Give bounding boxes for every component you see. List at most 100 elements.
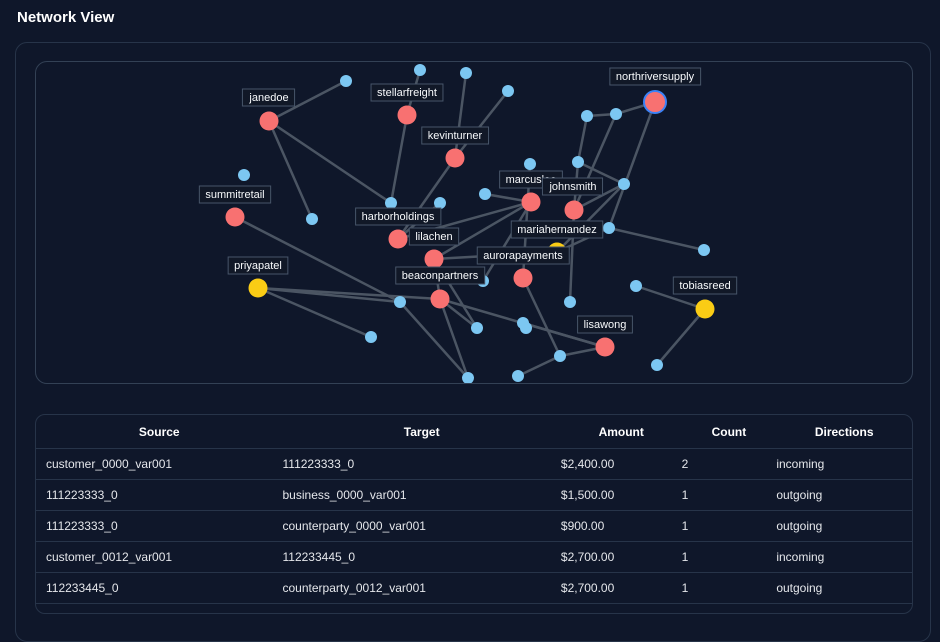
transactions-table-card: Source Target Amount Count Directions cu… bbox=[35, 414, 913, 614]
node-label-box bbox=[577, 315, 633, 334]
column-header-directions[interactable]: Directions bbox=[776, 415, 912, 449]
account-node[interactable] bbox=[340, 75, 352, 87]
account-node[interactable] bbox=[610, 108, 622, 120]
node-label-box bbox=[198, 185, 272, 204]
node-label-text: priyapatel bbox=[234, 260, 282, 272]
column-header-count[interactable]: Count bbox=[681, 415, 777, 449]
account-node[interactable] bbox=[554, 350, 566, 362]
account-node[interactable] bbox=[365, 331, 377, 343]
column-header-target[interactable]: Target bbox=[282, 415, 561, 449]
cell-direction: outgoing bbox=[776, 479, 912, 511]
cell-direction: outgoing bbox=[776, 510, 912, 542]
account-node[interactable] bbox=[698, 244, 710, 256]
account-node[interactable] bbox=[460, 67, 472, 79]
account-node[interactable] bbox=[385, 197, 397, 209]
entity-node[interactable] bbox=[388, 229, 408, 249]
cell-amount: $2,400.00 bbox=[560, 448, 682, 480]
account-node[interactable] bbox=[603, 222, 615, 234]
entity-node[interactable] bbox=[397, 105, 417, 125]
entity-node[interactable] bbox=[259, 111, 279, 131]
node-label: stellarfreight bbox=[370, 83, 444, 102]
highlighted-entity-node[interactable] bbox=[695, 299, 715, 319]
cell-target: business_0000_var001 bbox=[282, 479, 561, 511]
graph-edge bbox=[607, 226, 706, 252]
graph-edge bbox=[607, 100, 657, 230]
node-label-box bbox=[421, 126, 490, 145]
cell-source: 112233445_0 bbox=[36, 572, 283, 604]
node-label-box bbox=[355, 207, 442, 226]
node-label-box bbox=[476, 246, 570, 265]
account-node[interactable] bbox=[572, 156, 584, 168]
graph-edge bbox=[267, 119, 393, 205]
account-node[interactable] bbox=[564, 296, 576, 308]
cell-direction: incoming bbox=[776, 448, 912, 480]
node-label-text: lilachen bbox=[415, 231, 452, 243]
cell-count: 1 bbox=[681, 572, 777, 604]
graph-edge bbox=[516, 354, 562, 378]
node-label: johnsmith bbox=[541, 177, 604, 196]
highlighted-entity-node[interactable] bbox=[248, 278, 268, 298]
table-row[interactable]: 111223333_0 counterparty_0000_var001 $90… bbox=[36, 510, 912, 542]
graph-edge bbox=[655, 307, 707, 367]
cell-target: 111223333_0 bbox=[282, 448, 561, 480]
node-label: mariahernandez bbox=[510, 220, 604, 239]
cell-target: counterparty_0012_var001 bbox=[282, 572, 561, 604]
node-label-text: mariahernandez bbox=[517, 224, 597, 236]
entity-node[interactable] bbox=[430, 289, 450, 309]
graph-edge bbox=[634, 284, 707, 311]
account-node[interactable] bbox=[434, 197, 446, 209]
graph-edge bbox=[398, 300, 470, 380]
node-label-text: beaconpartners bbox=[402, 270, 479, 282]
node-label-box bbox=[395, 266, 486, 285]
node-label-box bbox=[227, 256, 289, 275]
account-node[interactable] bbox=[512, 370, 524, 382]
cell-amount: $2,700.00 bbox=[560, 541, 682, 573]
graph-edge bbox=[576, 160, 626, 186]
entity-node[interactable] bbox=[424, 249, 444, 269]
entity-node[interactable] bbox=[595, 337, 615, 357]
cell-count: 1 bbox=[681, 479, 777, 511]
node-label-text: stellarfreight bbox=[377, 87, 437, 99]
account-node[interactable] bbox=[394, 296, 406, 308]
table-row[interactable]: customer_0012_var001 112233445_0 $2,700.… bbox=[36, 541, 912, 573]
account-node[interactable] bbox=[630, 280, 642, 292]
node-label-box bbox=[609, 67, 702, 86]
table-row[interactable]: customer_0000_var001 111223333_0 $2,400.… bbox=[36, 448, 912, 480]
column-header-source[interactable]: Source bbox=[36, 415, 283, 449]
account-node[interactable] bbox=[520, 322, 532, 334]
entity-node[interactable] bbox=[643, 90, 667, 114]
entity-node[interactable] bbox=[513, 268, 533, 288]
cell-source: customer_0000_var001 bbox=[36, 448, 283, 480]
node-label: aurorapayments bbox=[476, 246, 570, 265]
node-label-box bbox=[672, 276, 738, 295]
account-node[interactable] bbox=[462, 372, 474, 384]
entity-node[interactable] bbox=[521, 192, 541, 212]
table-row[interactable]: 111223333_0 business_0000_var001 $1,500.… bbox=[36, 479, 912, 511]
cell-direction: outgoing bbox=[776, 572, 912, 604]
graph-edge bbox=[521, 321, 607, 349]
entity-node[interactable] bbox=[225, 207, 245, 227]
account-node[interactable] bbox=[414, 64, 426, 76]
node-label-text: summitretail bbox=[205, 189, 264, 201]
account-node[interactable] bbox=[479, 188, 491, 200]
account-node[interactable] bbox=[238, 169, 250, 181]
account-node[interactable] bbox=[524, 158, 536, 170]
graph-edge bbox=[521, 276, 562, 358]
account-node[interactable] bbox=[618, 178, 630, 190]
node-label-box bbox=[370, 83, 444, 102]
account-node[interactable] bbox=[306, 213, 318, 225]
graph-edge bbox=[453, 89, 510, 160]
entity-node[interactable] bbox=[445, 148, 465, 168]
graph-edge bbox=[256, 286, 373, 339]
account-node[interactable] bbox=[651, 359, 663, 371]
account-node[interactable] bbox=[471, 322, 483, 334]
entity-node[interactable] bbox=[564, 200, 584, 220]
table-header-row: Source Target Amount Count Directions bbox=[36, 415, 912, 449]
column-header-amount[interactable]: Amount bbox=[560, 415, 682, 449]
table-row[interactable]: 112233445_0 counterparty_0012_var001 $2,… bbox=[36, 572, 912, 604]
account-node[interactable] bbox=[581, 110, 593, 122]
account-node[interactable] bbox=[502, 85, 514, 97]
